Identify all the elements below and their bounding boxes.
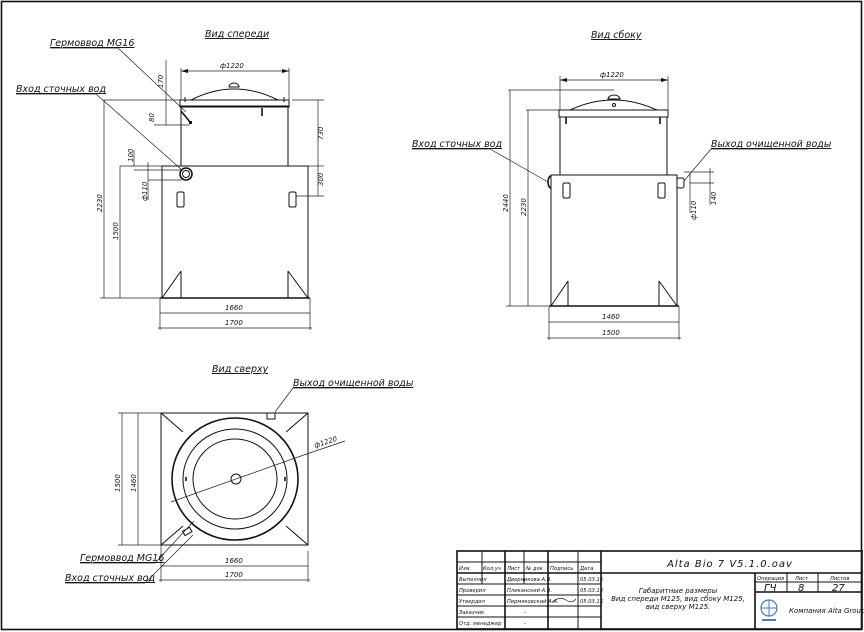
top-dim-1700: 1700 bbox=[225, 571, 243, 579]
front-lid-handle bbox=[228, 82, 240, 88]
side-label-inlet: Вход сточных вод bbox=[412, 139, 502, 150]
top-label-inlet: Вход сточных вод bbox=[65, 573, 155, 584]
top-label-outlet: Выход очищенной воды bbox=[293, 378, 414, 389]
description-line3: вид сверху М125. bbox=[646, 603, 711, 611]
front-label-gland: Гермоввод MG16 bbox=[50, 38, 134, 49]
sheet-label: Лист bbox=[794, 576, 809, 582]
side-dim-140: 140 bbox=[710, 191, 718, 205]
side-outlet-pipe bbox=[676, 177, 685, 189]
side-dim-2230: 2230 bbox=[520, 198, 528, 216]
side-lid-handle bbox=[607, 94, 621, 100]
top-dim-1660: 1660 bbox=[225, 557, 243, 565]
top-view: Вид сверху ф1220 1500 1460 1660 1700 bbox=[65, 364, 414, 584]
front-view: Вид спереди ф1220 730 300 bbox=[16, 29, 325, 330]
header-izm: Изм. bbox=[459, 566, 471, 572]
signature bbox=[551, 598, 577, 603]
side-dim-1500: 1500 bbox=[602, 329, 620, 337]
alta-group-logo-icon bbox=[760, 599, 778, 621]
top-outlet-pipe bbox=[266, 412, 276, 420]
front-gland bbox=[180, 110, 191, 123]
side-vent-left bbox=[562, 182, 571, 199]
front-vent-right bbox=[288, 191, 297, 208]
front-tank-body bbox=[161, 165, 309, 299]
front-tank-neck bbox=[180, 105, 289, 167]
svg-text:05.03.15: 05.03.15 bbox=[580, 599, 604, 605]
top-middle-ring bbox=[182, 428, 288, 530]
header-n-dok: № док bbox=[525, 566, 544, 572]
header-podpis: Подпись bbox=[550, 566, 573, 572]
front-vent-left bbox=[176, 191, 185, 208]
side-tank-neck bbox=[559, 116, 668, 176]
top-center-hatch bbox=[230, 473, 242, 485]
title-block: Изм. Кол.уч Лист № док Подпись Дата Выпо… bbox=[456, 550, 864, 630]
top-label-gland: Гермоввод MG16 bbox=[80, 553, 164, 564]
front-dim-1700: 1700 bbox=[225, 319, 243, 327]
front-dim-100: 100 bbox=[127, 148, 135, 162]
svg-text:05.03.15: 05.03.15 bbox=[580, 577, 604, 583]
svg-text:Выполнил: Выполнил bbox=[459, 577, 487, 583]
header-kol-uch: Кол.уч bbox=[483, 566, 501, 572]
side-dim-2440: 2440 bbox=[502, 194, 510, 212]
table-row: Проверил Пликанский А.В. 05.03.15 bbox=[459, 588, 604, 594]
sheets-value: 27 bbox=[832, 583, 845, 594]
svg-text:-: - bbox=[524, 621, 526, 627]
front-label-inlet: Вход сточных вод bbox=[16, 84, 106, 95]
svg-text:05.03.15: 05.03.15 bbox=[580, 588, 604, 594]
svg-text:Дворникова А.В.: Дворникова А.В. bbox=[506, 577, 552, 583]
header-data: Дата bbox=[579, 566, 593, 572]
side-vent-right bbox=[657, 182, 666, 199]
side-view-title: Вид сбоку bbox=[591, 30, 642, 41]
side-lid-dome bbox=[569, 99, 658, 111]
side-dim-diameter: ф1220 bbox=[600, 71, 624, 79]
svg-text:Заказчик: Заказчик bbox=[459, 610, 485, 616]
document-code: Alta Bio 7 V5.1.0.oav bbox=[666, 559, 793, 570]
top-view-title: Вид сверху bbox=[212, 364, 269, 375]
front-dim-80: 80 bbox=[148, 113, 156, 122]
stage-value: ГЧ bbox=[764, 583, 777, 594]
top-inner-ring bbox=[192, 438, 278, 520]
top-dim-1460: 1460 bbox=[130, 474, 138, 492]
side-dim-110: ф110 bbox=[690, 200, 698, 220]
svg-text:Пермяковский А.А.: Пермяковский А.А. bbox=[507, 599, 559, 605]
front-dim-730: 730 bbox=[317, 126, 325, 140]
top-outer-ring bbox=[171, 417, 299, 541]
front-dim-170: 170 bbox=[157, 74, 165, 88]
side-label-outlet: Выход очищенной воды bbox=[711, 139, 832, 150]
front-dim-1500: 1500 bbox=[112, 222, 120, 240]
side-lid-rim bbox=[558, 109, 669, 118]
svg-text:-: - bbox=[524, 610, 526, 616]
company-name: Компания Alta Group bbox=[789, 607, 864, 615]
front-dim-1660: 1660 bbox=[225, 304, 243, 312]
front-lid-dome bbox=[190, 88, 279, 101]
side-view: Вид сбоку ф1220 2440 2230 ф110 bbox=[412, 30, 832, 340]
front-dim-300: 300 bbox=[317, 172, 325, 186]
front-dim-diameter: ф1220 bbox=[220, 62, 244, 70]
side-dim-1460: 1460 bbox=[602, 313, 620, 321]
description-line2: Вид спереди М125, вид сбоку М125, bbox=[611, 595, 745, 603]
front-lid-rim bbox=[179, 99, 290, 108]
top-tank-outline bbox=[160, 412, 309, 546]
top-dim-1500: 1500 bbox=[114, 474, 122, 492]
svg-text:Проверил: Проверил bbox=[459, 588, 486, 594]
table-row: Заказчик - bbox=[459, 610, 526, 616]
svg-text:Утвердил: Утвердил bbox=[459, 599, 486, 605]
front-dim-2230: 2230 bbox=[96, 194, 104, 212]
front-dim-110: ф110 bbox=[141, 181, 149, 201]
table-row: Выполнил Дворникова А.В. 05.03.15 bbox=[459, 577, 604, 583]
front-view-title: Вид спереди bbox=[205, 29, 269, 40]
sheet-value: 8 bbox=[798, 583, 804, 594]
front-inlet-pipe bbox=[179, 167, 193, 181]
stage-label: Операция bbox=[757, 576, 784, 582]
description-line1: Габаритные размеры bbox=[639, 587, 718, 595]
sheets-label: Листов bbox=[829, 576, 849, 582]
table-row: Отд. менеджер - bbox=[459, 621, 526, 627]
svg-text:Пликанский А.В.: Пликанский А.В. bbox=[507, 588, 552, 594]
table-row: Утвердил Пермяковский А.А. 05.03.15 bbox=[459, 598, 604, 605]
svg-text:Отд. менеджер: Отд. менеджер bbox=[459, 621, 502, 627]
header-list: Лист bbox=[506, 566, 521, 572]
